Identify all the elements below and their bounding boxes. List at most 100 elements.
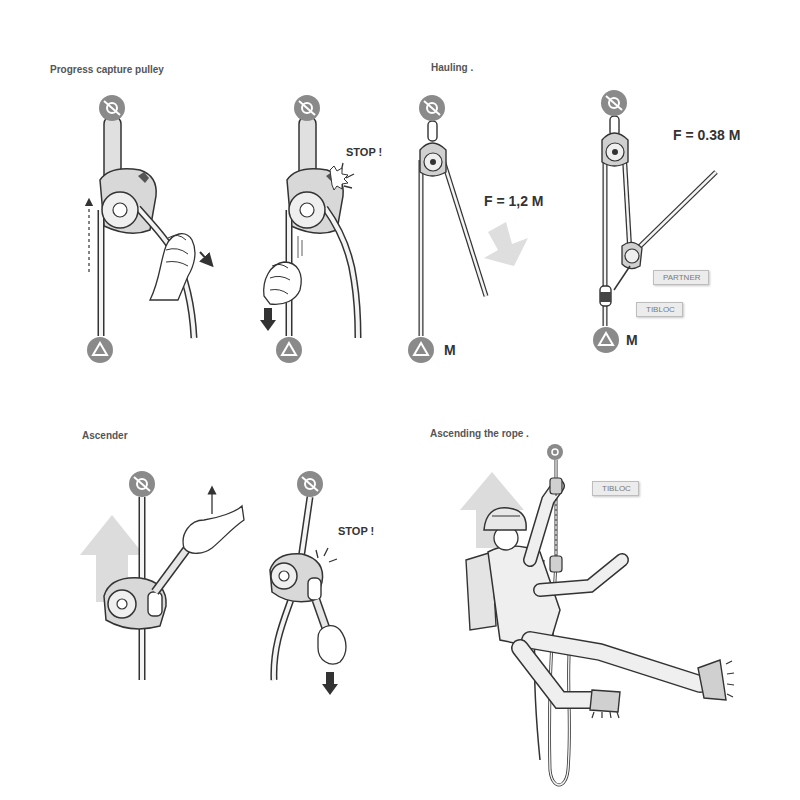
hauling-panel-two (600, 116, 716, 326)
anchor-symbol (104, 101, 120, 115)
ascender-panel-one (117, 599, 127, 609)
anchor-symbol (297, 471, 323, 497)
ascender-panel-two (270, 497, 346, 695)
hauling-panel-two (606, 143, 624, 161)
ascender-panel-one (108, 590, 136, 618)
device-name: PARTNER (663, 274, 699, 283)
pulley-panel-one (88, 202, 89, 272)
pulley-panel-two (330, 166, 348, 190)
hauling-panel-one (420, 160, 423, 336)
anchor-symbol (99, 95, 125, 121)
section-heading: Progress capture pulley (50, 64, 164, 76)
stop-callout: STOP ! (338, 525, 374, 538)
pulley-panel-one (89, 116, 209, 338)
load-symbol (276, 337, 302, 363)
hauling-panel-two (602, 133, 628, 166)
anchor-symbol (294, 95, 320, 121)
pulley-panel-two (260, 116, 358, 338)
load-symbol (414, 343, 428, 355)
load-symbol (408, 337, 434, 363)
hauling-panel-one (424, 153, 442, 171)
hauling-panel-two (632, 172, 716, 254)
anchor-symbol (299, 101, 315, 115)
ascender-panel-two (322, 684, 338, 695)
ascender-panel-two (270, 554, 323, 602)
ascender-panel-two (271, 563, 297, 589)
pulley-panel-one (138, 208, 194, 338)
hauling-panel-two (632, 172, 716, 254)
hauling-panel-two (624, 150, 630, 254)
ascender-panel-one (80, 490, 244, 680)
load-symbol (87, 327, 619, 363)
pulley-panel-two (289, 192, 325, 228)
hauling-panel-one (430, 159, 436, 165)
hauling-panel-one (484, 222, 528, 266)
load-symbol (87, 337, 113, 363)
ascender-panel-two (318, 626, 346, 664)
pulley-panel-one (98, 210, 105, 336)
ascender-panel-two (279, 571, 289, 581)
anchor-symbol (302, 477, 318, 491)
hauling-panel-two (614, 266, 630, 290)
load-symbol (93, 343, 107, 355)
climber-figure (590, 690, 620, 712)
ascender-panel-two (326, 672, 334, 686)
pulley-panel-one (200, 252, 209, 262)
pulley-panel-one (99, 210, 103, 336)
force-value: F = 0.38 M (673, 127, 740, 143)
load-symbol (599, 333, 613, 345)
climber-figure (556, 494, 557, 556)
pulley-panel-one (150, 234, 195, 300)
pulley-panel-two (300, 203, 314, 217)
anchor-symbol (424, 101, 440, 115)
climber-figure (592, 712, 619, 718)
hauling-panel-one (420, 121, 528, 336)
climber-figure (550, 556, 562, 572)
pulley-panel-two (270, 264, 290, 294)
load-symbol (593, 327, 619, 353)
hauling-panel-two (625, 249, 639, 263)
climber-figure (460, 460, 734, 785)
climber-figure (530, 640, 700, 684)
mass-label: M (626, 332, 638, 348)
pulley-panel-two (264, 308, 272, 322)
anchor-symbol (601, 90, 627, 116)
stop-callout: STOP ! (346, 146, 382, 159)
ascender-panel-two (316, 548, 337, 562)
climber-figure (550, 478, 562, 494)
ascender-panel-one (211, 490, 212, 514)
pulley-panel-one (102, 192, 138, 228)
section-heading: Ascender (82, 430, 128, 442)
device-tag: TIBLOC (592, 481, 639, 496)
load-symbol (282, 343, 296, 355)
hauling-panel-two (600, 292, 611, 302)
anchor-symbol (129, 471, 155, 497)
hauling-panel-one (420, 143, 446, 176)
hauling-panel-two (612, 149, 618, 155)
mass-label: M (444, 342, 456, 358)
device-name: TIBLOC (602, 485, 629, 494)
climber-figure (698, 660, 726, 700)
ascender-panel-two (308, 578, 321, 600)
device-tag: PARTNER (653, 270, 709, 285)
climber-figure (530, 486, 558, 560)
hauling-panel-one (428, 121, 437, 141)
hauling-panel-two (600, 286, 611, 306)
hauling-panel-two (624, 150, 630, 254)
pulley-panel-two (264, 262, 302, 304)
pulley-panel-two (298, 236, 302, 258)
climber-figure (520, 648, 598, 700)
hauling-panel-one (419, 160, 424, 336)
anchor-symbol (134, 477, 150, 491)
force-value: F = 1,2 M (484, 193, 544, 209)
pulley-panel-two (325, 208, 358, 338)
climber-figure (520, 648, 598, 700)
climber-figure (484, 508, 526, 530)
pulley-panel-one (113, 203, 127, 217)
ascender-panel-one (183, 506, 244, 553)
anchor-symbol (606, 96, 622, 110)
climber-figure (530, 640, 700, 684)
hauling-panel-one (443, 160, 486, 296)
ascender-panel-one (148, 592, 162, 616)
